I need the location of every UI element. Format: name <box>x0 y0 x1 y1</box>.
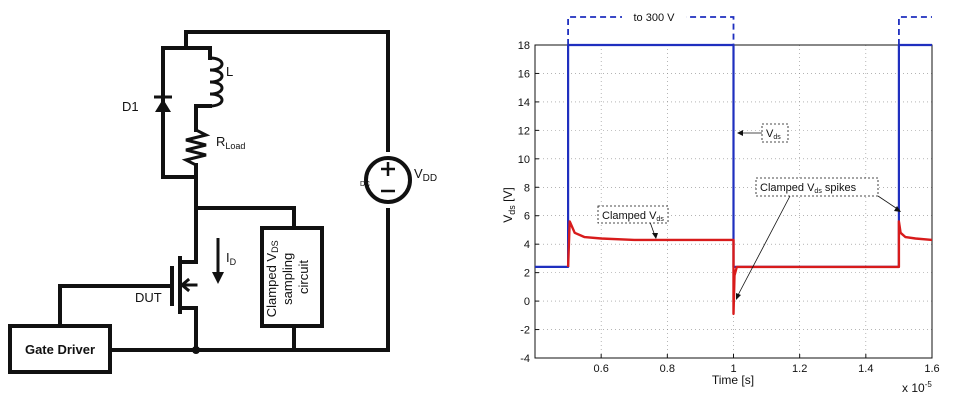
overrange-pulse-2 <box>898 16 932 45</box>
inductor-wire-bottom <box>194 104 212 132</box>
y-tick-label: 14 <box>518 97 530 109</box>
ground-return-wire <box>108 208 390 352</box>
overrange-label: to 300 V <box>634 12 676 24</box>
spikes-callout: Clamped Vds spikes <box>736 177 901 300</box>
diode-label: D1 <box>122 99 139 114</box>
tick-layer: -4 -2 0 2 4 6 8 10 12 14 16 18 0.6 0.8 1 1.2 1.4 1.6 <box>518 40 940 375</box>
x-axis-title: Time [s] <box>712 373 754 387</box>
mosfet-source-stub <box>178 306 198 352</box>
y-tick-label: 8 <box>524 182 530 194</box>
y-tick-label: -4 <box>520 353 530 365</box>
series-line-vds <box>535 43 932 268</box>
y-tick-label: 10 <box>518 154 530 166</box>
inductor-label: L <box>226 64 233 79</box>
diode-branch-wire <box>161 46 198 179</box>
x-tick-label: 0.8 <box>660 363 675 375</box>
series-line-clamped-vds <box>566 220 933 316</box>
vds-callout: Vds <box>737 123 789 143</box>
resistor-load <box>181 127 211 168</box>
series-layer <box>535 43 933 316</box>
y-axis-title: Vds [V] <box>501 187 517 223</box>
current-label: ID <box>226 250 237 267</box>
gate-driver-box <box>8 324 112 374</box>
sampling-circuit-label: Clamped VDS sampling circuit <box>264 237 311 317</box>
y-tick-label: 6 <box>524 211 530 223</box>
x-tick-label: 1 <box>730 363 736 375</box>
y-tick-label: 12 <box>518 125 530 137</box>
top-rail-wire <box>184 30 390 152</box>
current-arrow <box>212 238 224 284</box>
source-type-label: DC <box>360 181 370 188</box>
y-tick-label: 18 <box>518 40 530 52</box>
x-tick-label: 1.2 <box>792 363 807 375</box>
dc-voltage-source <box>364 156 412 204</box>
sampling-top-wire <box>194 206 296 230</box>
mosfet-body-arrow <box>179 277 198 293</box>
x-tick-label: 1.6 <box>924 363 939 375</box>
dut-label: DUT <box>135 290 162 305</box>
y-tick-label: 0 <box>524 296 530 308</box>
clamped-vds-callout-label: Clamped Vds <box>602 210 664 223</box>
waveform-chart: -4 -2 0 2 4 6 8 10 12 14 16 18 0.6 0.8 1 1.2 1.4 1.6 Time… <box>501 10 940 395</box>
x-multiplier-label: x 10-5 <box>902 380 932 395</box>
junction-dot <box>192 346 200 354</box>
x-tick-label: 0.6 <box>594 363 609 375</box>
x-tick-label: 1.4 <box>858 363 873 375</box>
y-tick-label: -2 <box>520 325 530 337</box>
gate-driver-label: Gate Driver <box>25 342 95 357</box>
y-tick-label: 4 <box>524 239 530 251</box>
inductor-coil <box>208 56 224 108</box>
clamped-vds-callout: Clamped Vds <box>597 205 669 239</box>
sampling-circuit-box <box>260 226 324 328</box>
diode-symbol <box>154 95 172 112</box>
source-label: VDD <box>414 166 437 184</box>
gate-wire <box>58 284 174 328</box>
circuit-schematic <box>8 30 390 374</box>
y-tick-label: 2 <box>524 268 530 280</box>
vds-callout-label: Vds <box>766 128 781 141</box>
spikes-callout-label: Clamped Vds spikes <box>760 182 857 195</box>
y-tick-label: 16 <box>518 68 530 80</box>
overrange-label-bg <box>622 10 686 24</box>
load-label: RLoad <box>216 134 245 151</box>
diode-triangle <box>155 99 171 112</box>
